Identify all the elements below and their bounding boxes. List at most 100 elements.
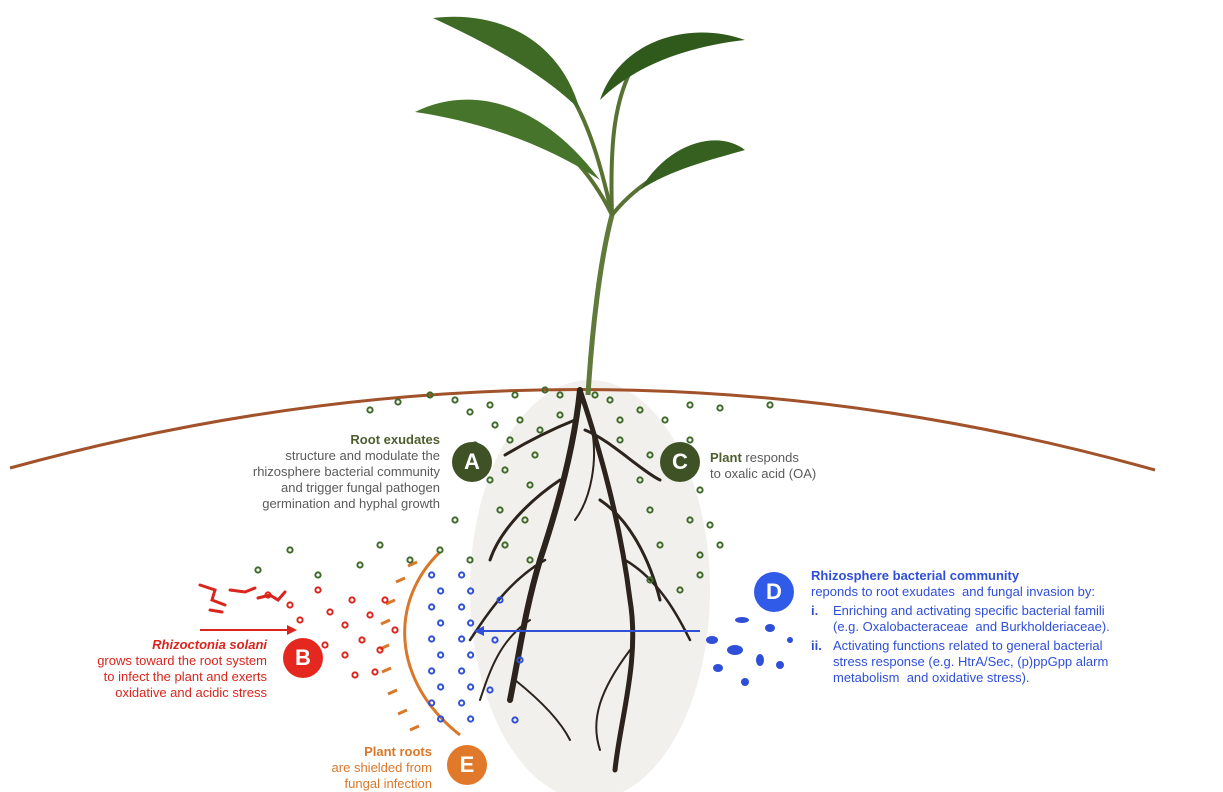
exudate-dot xyxy=(717,542,722,547)
bacteria-dot xyxy=(459,572,464,577)
bacteria-dot xyxy=(438,652,443,657)
exudate-dot xyxy=(467,557,472,562)
label-c-circle: C xyxy=(660,442,700,482)
plant-line2: to oxalic acid (OA) xyxy=(710,466,930,482)
rhizoctonia-line: to infect the plant and exerts xyxy=(2,669,267,685)
exudate-dot xyxy=(717,405,722,410)
exudate-dot xyxy=(357,562,362,567)
bacteria-dot xyxy=(468,652,473,657)
plant-roots-line: fungal infection xyxy=(230,776,432,792)
plant-title: Plant xyxy=(710,450,742,465)
exudate-dot xyxy=(437,547,442,552)
plant-shoot xyxy=(415,17,745,395)
fungal-hyphae xyxy=(200,585,285,612)
stress-dot xyxy=(359,637,364,642)
exudate-dot xyxy=(377,542,382,547)
root-exudates-line: and trigger fungal pathogen xyxy=(150,480,440,496)
root-shield-arc xyxy=(405,552,460,735)
exudate-dot xyxy=(492,422,497,427)
exudate-dot xyxy=(687,437,692,442)
bacteria-dot xyxy=(468,620,473,625)
root-exudates-line: germination and hyphal growth xyxy=(150,496,440,512)
bacterial-title: Rhizosphere bacterial community xyxy=(811,568,1221,584)
exudate-dot xyxy=(315,572,320,577)
plant-line1-rest: responds xyxy=(742,450,799,465)
exudate-dot xyxy=(487,402,492,407)
plant-roots-line: are shielded from xyxy=(230,760,432,776)
leaf xyxy=(433,17,580,110)
exudate-dot xyxy=(367,407,372,412)
plant-roots-text: Plant roots are shielded from fungal inf… xyxy=(230,744,432,792)
rhizoctonia-line: grows toward the root system xyxy=(2,653,267,669)
exudate-dot xyxy=(452,397,457,402)
label-a-circle: A xyxy=(452,442,492,482)
item-ii-line: metabolism and oxidative stress). xyxy=(833,670,1221,686)
bacterial-community-text: Rhizosphere bacterial community reponds … xyxy=(811,568,1221,686)
shield-dash xyxy=(381,620,390,624)
bacteria-dot xyxy=(468,684,473,689)
root-exudates-line: structure and modulate the xyxy=(150,448,440,464)
exudate-dot xyxy=(697,487,702,492)
stress-dot xyxy=(367,612,372,617)
stress-dot xyxy=(342,622,347,627)
bacteria-dot xyxy=(438,684,443,689)
bacterial-subtitle: reponds to root exudates and fungal inva… xyxy=(811,584,1221,600)
bacteria-dot xyxy=(468,716,473,721)
fungus-arrow-head xyxy=(287,625,297,635)
stress-dot xyxy=(287,602,292,607)
bacteria-dot xyxy=(429,604,434,609)
bacteria-dot xyxy=(429,636,434,641)
exudate-dot xyxy=(287,547,292,552)
stress-dot xyxy=(392,627,397,632)
label-e-circle: E xyxy=(447,745,487,785)
bacteria-dot xyxy=(438,620,443,625)
bacteria-dot xyxy=(459,668,464,673)
exudate-dot xyxy=(255,567,260,572)
label-d-circle: D xyxy=(754,572,794,612)
rhizoctonia-line: oxidative and acidic stress xyxy=(2,685,267,701)
leaf xyxy=(640,140,745,190)
stress-dot xyxy=(327,609,332,614)
stress-dot xyxy=(352,672,357,677)
exudate-dot xyxy=(452,517,457,522)
item-i-marker: i. xyxy=(811,603,818,619)
bacteria-dot xyxy=(459,604,464,609)
bacteria-dot xyxy=(429,572,434,577)
stress-dot xyxy=(372,669,377,674)
exudate-dot xyxy=(512,392,517,397)
item-ii-line: Activating functions related to general … xyxy=(833,638,1221,654)
stress-dot xyxy=(382,597,387,602)
rhizoctonia-text: Rhizoctonia solani grows toward the root… xyxy=(2,637,267,701)
stress-dot xyxy=(342,652,347,657)
bacteria-dot xyxy=(459,700,464,705)
exudate-dot xyxy=(687,402,692,407)
item-ii-marker: ii. xyxy=(811,638,822,654)
stress-dot xyxy=(349,597,354,602)
root-exudates-text: Root exudates structure and modulate the… xyxy=(150,432,440,512)
shield-dash xyxy=(382,668,391,672)
bacteria-dot xyxy=(429,668,434,673)
exudate-dot xyxy=(707,522,712,527)
item-i-line: (e.g. Oxalobacteraceae and Burkholderiac… xyxy=(833,619,1221,635)
stress-dot xyxy=(322,642,327,647)
shield-dash xyxy=(410,726,419,730)
bacteria-dot xyxy=(429,700,434,705)
stress-dot xyxy=(297,617,302,622)
shield-dash xyxy=(388,690,397,694)
item-i-line: Enriching and activating specific bacter… xyxy=(833,603,1221,619)
exudate-dot xyxy=(467,409,472,414)
item-ii-line: stress response (e.g. HtrA/Sec, (p)ppGpp… xyxy=(833,654,1221,670)
root-exudates-title: Root exudates xyxy=(150,432,440,448)
exudate-dot xyxy=(395,399,400,404)
exudate-dot xyxy=(407,557,412,562)
plant-roots-title: Plant roots xyxy=(230,744,432,760)
leaf xyxy=(415,100,600,180)
bacteria-dot xyxy=(438,588,443,593)
stress-dot xyxy=(377,647,382,652)
exudate-dot xyxy=(767,402,772,407)
shield-dash xyxy=(396,578,405,582)
bacteria-dot xyxy=(459,636,464,641)
label-b-circle: B xyxy=(283,638,323,678)
root-exudates-line: rhizosphere bacterial community xyxy=(150,464,440,480)
